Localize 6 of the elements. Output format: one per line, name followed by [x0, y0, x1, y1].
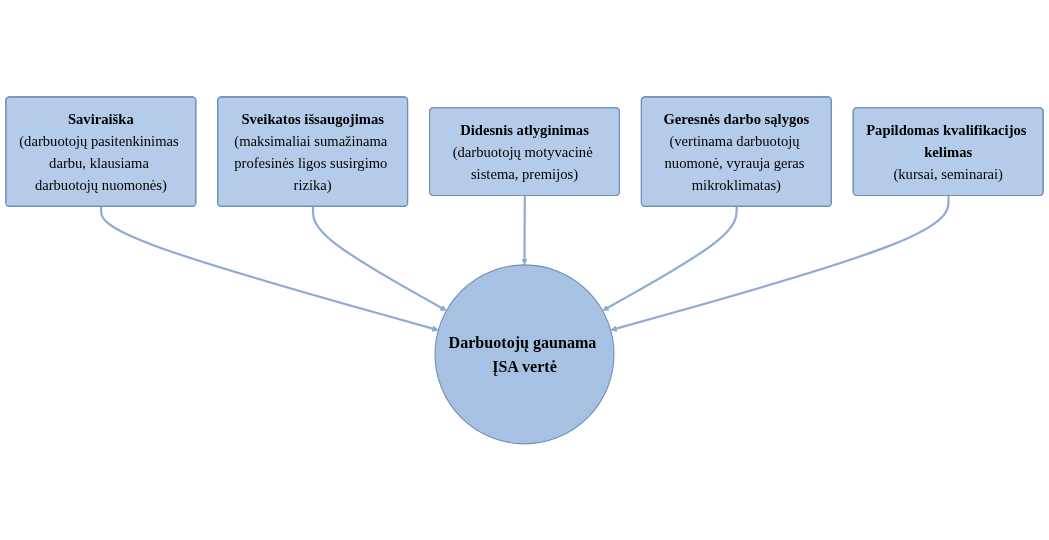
arrow [521, 195, 528, 265]
arrow [602, 206, 738, 311]
arrow [100, 206, 439, 332]
node-circle: Darbuotojų gaunama ĮSA vertė [434, 263, 615, 445]
arrow [311, 206, 447, 311]
arrow [610, 195, 950, 332]
